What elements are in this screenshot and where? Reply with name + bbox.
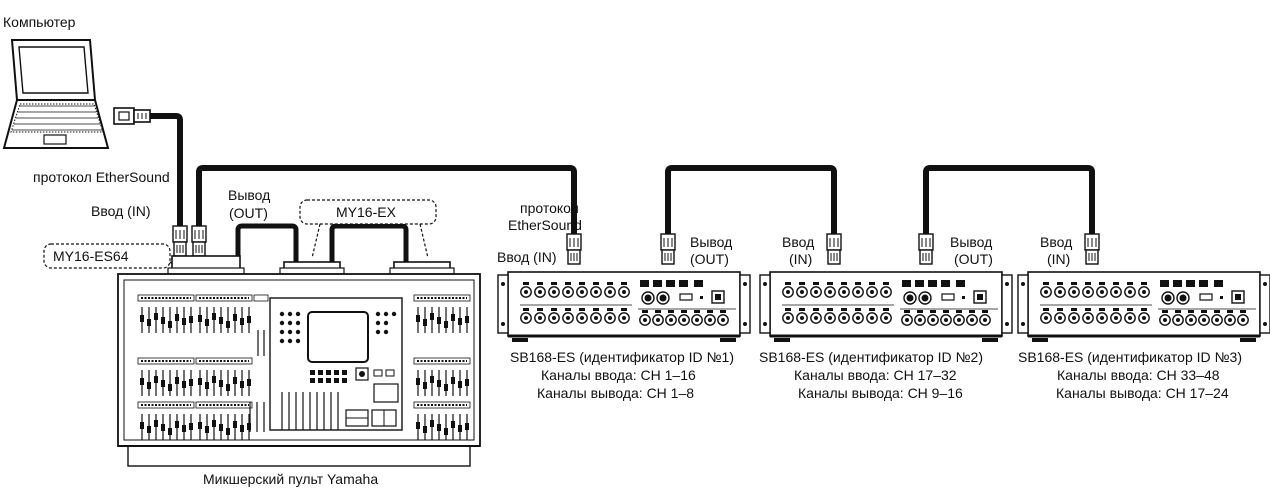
box2-title: SB168-ES (идентификатор ID №2) — [759, 349, 983, 365]
box3-in-label-line1: Ввод — [1040, 234, 1072, 250]
stage-box-1: протокол EtherSound Ввод (IN) Вывод (OUT… — [497, 200, 750, 401]
laptop-computer: Компьютер — [2, 14, 151, 149]
box3-inputs: Каналы ввода: CH 33–48 — [1057, 367, 1220, 383]
box3-title: SB168-ES (идентификатор ID №3) — [1018, 349, 1242, 365]
box2-inputs: Каналы ввода: CH 17–32 — [794, 367, 957, 383]
cable-box2-to-box3 — [923, 165, 1095, 234]
box3-in-label-line2: (IN) — [1047, 251, 1070, 267]
cable-box1-to-box2 — [665, 165, 837, 234]
yamaha-mixer-console: Ввод (IN) Вывод (OUT) MY16-ES64 MY16-EX — [43, 187, 481, 487]
protocol-ethersound-label: протокол EtherSound — [33, 169, 170, 185]
box2-out-label-line1: Вывод — [950, 234, 992, 250]
box2-in-label-line2: (IN) — [789, 251, 812, 267]
stage-box-2: Ввод (IN) Вывод (OUT) SB168-ES (идентифи… — [759, 233, 1012, 401]
card-label-my16-es64: MY16-ES64 — [53, 248, 129, 264]
box3-outputs: Каналы вывода: CH 17–24 — [1056, 385, 1229, 401]
stage-box-3: Ввод (IN) SB168-ES (идентификатор ID №3)… — [1018, 233, 1270, 401]
computer-label: Компьютер — [3, 14, 76, 30]
console-caption: Микшерский пульт Yamaha — [203, 471, 378, 487]
cable-console-to-box1 — [196, 165, 577, 234]
box2-outputs: Каналы вывода: CH 9–16 — [798, 385, 963, 401]
box1-title: SB168-ES (идентификатор ID №1) — [510, 349, 734, 365]
ethersound-cables — [150, 113, 1095, 234]
card-interconnect-cables — [235, 223, 409, 262]
box2-in-label-line1: Ввод — [782, 234, 814, 250]
console-out-connector — [191, 225, 207, 257]
console-out-label-line2: (OUT) — [229, 205, 268, 221]
box1-out-label-line2: (OUT) — [690, 251, 729, 267]
box1-in-label: Ввод (IN) — [497, 249, 556, 265]
box1-protocol-line1: протокол — [520, 200, 579, 216]
box1-inputs: Каналы ввода: CH 1–16 — [541, 367, 696, 383]
card-label-my16-ex: MY16-EX — [336, 204, 397, 220]
box2-out-label-line2: (OUT) — [954, 251, 993, 267]
box1-protocol-line2: EtherSound — [508, 217, 582, 233]
cable-computer-to-console — [150, 113, 183, 226]
console-in-connector — [172, 225, 188, 257]
box1-outputs: Каналы вывода: CH 1–8 — [537, 385, 694, 401]
console-in-label: Ввод (IN) — [91, 203, 150, 219]
box1-out-label-line1: Вывод — [690, 234, 732, 250]
console-out-label-line1: Вывод — [228, 187, 270, 203]
